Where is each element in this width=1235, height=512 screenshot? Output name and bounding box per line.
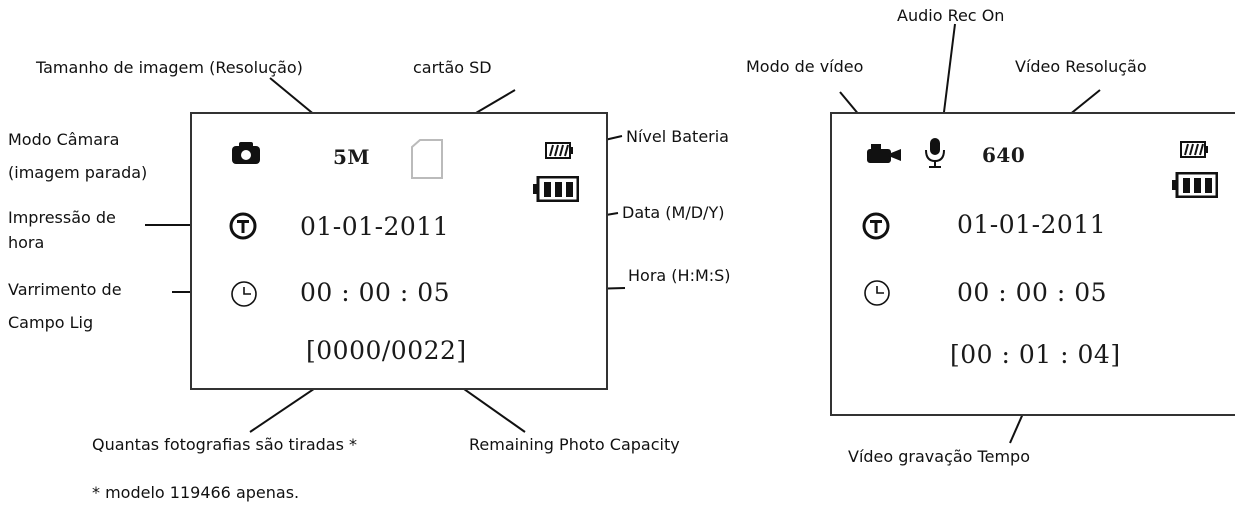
label-video-resolucao: Vídeo Resolução: [1015, 57, 1147, 76]
clock-icon: [231, 281, 257, 307]
video-mode-screen: [830, 112, 1235, 416]
label-modo-camara-2: (imagem parada): [8, 163, 148, 182]
label-remaining: Remaining Photo Capacity: [469, 435, 680, 454]
label-modo-video: Modo de vídeo: [746, 57, 864, 76]
label-hora: Hora (H:M:S): [628, 266, 731, 285]
label-varrimento-1: Varrimento de: [8, 280, 122, 299]
footnote: * modelo 119466 apenas.: [92, 483, 300, 502]
battery-icon: [1172, 172, 1218, 198]
photo-date: 01-01-2011: [300, 212, 450, 241]
label-impressao-2: hora: [8, 233, 45, 252]
photo-resolution: 5M: [333, 145, 371, 169]
label-cartao: cartão SD: [413, 58, 492, 77]
sd-card-icon: [411, 139, 443, 179]
clock-icon: [864, 280, 890, 306]
label-impressao-1: Impressão de: [8, 208, 116, 227]
battery-icon: [533, 176, 579, 202]
label-modo-camara-1: Modo Câmara: [8, 130, 120, 149]
video-record-time: [00 : 01 : 04]: [950, 340, 1121, 369]
label-varrimento-2: Campo Lig: [8, 313, 94, 332]
timestamp-t-icon: [862, 212, 890, 240]
label-quantas: Quantas fotografias são tiradas *: [92, 435, 358, 454]
line-audio: [942, 23, 956, 121]
battery-level-icon: [545, 142, 573, 159]
video-resolution: 640: [982, 143, 1026, 167]
camera-icon: [232, 142, 260, 164]
photo-time: 00 : 00 : 05: [300, 278, 451, 307]
label-nivel-bateria: Nível Bateria: [626, 127, 729, 146]
video-camera-icon: [867, 144, 901, 163]
timestamp-t-icon: [229, 212, 257, 240]
label-video-gravacao: Vídeo gravação Tempo: [848, 447, 1030, 466]
label-audio-rec: Audio Rec On: [897, 6, 1005, 25]
video-time: 00 : 00 : 05: [957, 278, 1108, 307]
photo-counter: [0000/0022]: [306, 336, 467, 365]
label-data: Data (M/D/Y): [622, 203, 725, 222]
video-date: 01-01-2011: [957, 210, 1107, 239]
microphone-icon: [925, 138, 945, 168]
photo-mode-screen: [190, 112, 608, 390]
battery-level-icon: [1180, 141, 1208, 158]
label-tamanho: Tamanho de imagem (Resolução): [36, 58, 303, 77]
